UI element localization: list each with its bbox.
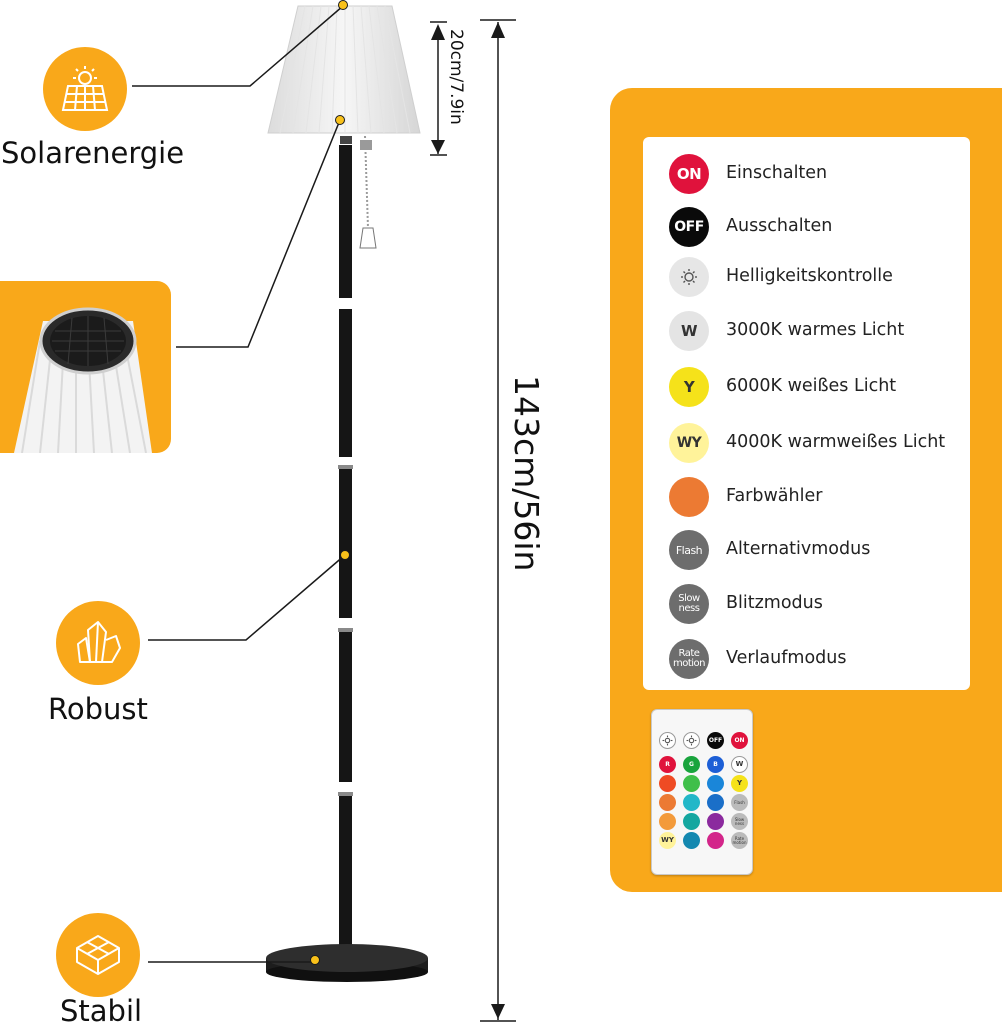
legend-item-white-light: Y 6000K weißes Licht xyxy=(643,367,970,411)
legend-item-off: OFF Ausschalten xyxy=(643,207,970,251)
remote-button: B xyxy=(707,756,724,773)
remote-button: G xyxy=(683,756,700,773)
legend-label: Blitzmodus xyxy=(726,593,823,613)
lamp-pole xyxy=(338,136,353,947)
legend-label: Ausschalten xyxy=(726,216,833,236)
legend-badge: Slow ness xyxy=(669,584,709,624)
legend-item-flash-mode: Slow ness Blitzmodus xyxy=(643,584,970,628)
legend-item-warm-white-light: WY 4000K warmweißes Licht xyxy=(643,423,970,467)
legend-badge: Rate motion xyxy=(669,639,709,679)
remote-button xyxy=(707,832,724,849)
remote-button xyxy=(707,794,724,811)
remote-button: Flash xyxy=(731,794,748,811)
brightness-icon xyxy=(669,257,709,297)
crystal-icon xyxy=(77,621,121,663)
legend-label: Alternativmodus xyxy=(726,539,871,559)
remote-button: Rate motion xyxy=(731,832,748,849)
remote-button: OFF xyxy=(707,732,724,749)
total-height-dimension-line xyxy=(480,19,516,1022)
legend-badge: ON xyxy=(669,154,709,194)
remote-button xyxy=(707,813,724,830)
legend-badge: WY xyxy=(669,423,709,463)
remote-button xyxy=(683,832,700,849)
legend-badge xyxy=(669,477,709,517)
legend-label: 3000K warmes Licht xyxy=(726,320,905,340)
remote-button xyxy=(659,813,676,830)
dimmer-icon xyxy=(659,732,676,749)
remote-button: WY xyxy=(659,832,676,849)
solar-panel-top-photo xyxy=(0,281,171,453)
lamp-shade xyxy=(267,5,421,134)
solar-energy-label: Solarenergie xyxy=(1,136,185,170)
legend-badge: W xyxy=(669,311,709,351)
robust-label: Robust xyxy=(48,692,148,726)
legend-label: 6000K weißes Licht xyxy=(726,376,897,396)
legend-item-warm-light: W 3000K warmes Licht xyxy=(643,311,970,355)
remote-button: R xyxy=(659,756,676,773)
legend-badge: OFF xyxy=(669,207,709,247)
legend-label: Helligkeitskontrolle xyxy=(726,266,893,286)
remote-button xyxy=(683,794,700,811)
total-height-label: 143cm/56in xyxy=(507,375,546,572)
shade-dimension-line xyxy=(430,21,447,156)
legend-badge: Flash xyxy=(669,530,709,570)
remote-button xyxy=(683,813,700,830)
remote-button: Y xyxy=(731,775,748,792)
stable-label: Stabil xyxy=(60,994,143,1028)
legend-item-color-picker: Farbwähler xyxy=(643,477,970,521)
legend-item-fade-mode: Rate motion Verlaufmodus xyxy=(643,639,970,683)
remote-button xyxy=(707,775,724,792)
robust-badge xyxy=(56,601,140,685)
remote-button: Slow ness xyxy=(731,813,748,830)
legend-label: 4000K warmweißes Licht xyxy=(726,432,946,452)
legend-label: Einschalten xyxy=(726,163,828,183)
remote-button: ON xyxy=(731,732,748,749)
shade-height-label: 20cm/7.9in xyxy=(446,29,466,125)
lamp-illustration xyxy=(132,0,516,1022)
lamp-base xyxy=(266,944,428,982)
legend-item-on: ON Einschalten xyxy=(643,154,970,198)
stable-badge xyxy=(56,913,140,997)
cube-icon xyxy=(76,935,120,975)
legend-label: Farbwähler xyxy=(726,486,823,506)
solar-energy-badge xyxy=(43,47,127,131)
remote-button xyxy=(683,775,700,792)
remote-button xyxy=(659,775,676,792)
legend-item-alternative-mode: Flash Alternativmodus xyxy=(643,530,970,574)
legend-item-brightness: Helligkeitskontrolle xyxy=(643,257,970,301)
legend-badge: Y xyxy=(669,367,709,407)
solar-panel-icon xyxy=(61,66,109,111)
brightness-icon xyxy=(683,732,700,749)
remote-button: W xyxy=(731,756,748,773)
legend-label: Verlaufmodus xyxy=(726,648,847,668)
remote-button xyxy=(659,794,676,811)
